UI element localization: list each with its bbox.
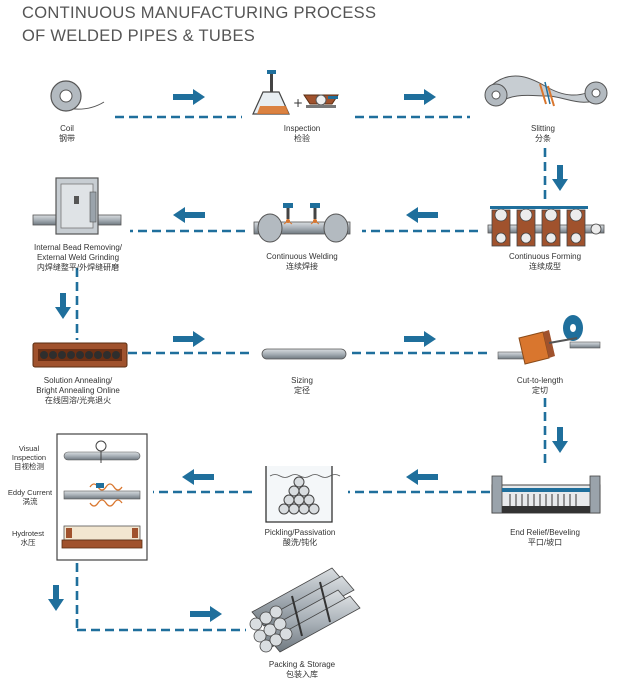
- arrow-down-icon: [552, 427, 568, 453]
- sizing-icon: [261, 348, 347, 360]
- label-coil: Coil 钢带: [59, 124, 75, 143]
- arrow-left-icon: [182, 469, 214, 485]
- welding-icon: [253, 203, 351, 243]
- page-title-line2: OF WELDED PIPES & TUBES: [22, 27, 256, 45]
- label-packing: Packing & Storage 包装入库: [268, 660, 336, 679]
- label-sizing: Sizing 定径: [291, 376, 313, 395]
- arrow-down-icon: [55, 293, 71, 319]
- arrow-left-icon: [173, 207, 205, 223]
- label-forming: Continuous Forming 连续成型: [508, 252, 582, 271]
- label-visual-inspection: Visual Inspection 目视检测: [11, 444, 47, 471]
- svg-text:+: +: [293, 96, 303, 110]
- arrow-left-icon: [406, 207, 438, 223]
- label-bead-removing: Internal Bead Removing/ External Weld Gr…: [33, 243, 123, 272]
- testing-panel: [56, 433, 148, 561]
- arrow-right-icon: [404, 89, 436, 105]
- page-title-line1: CONTINUOUS MANUFACTURING PROCESS: [22, 4, 377, 22]
- arrow-right-icon: [190, 606, 222, 622]
- label-pickling: Pickling/Passivation 酸洗/钝化: [264, 528, 336, 547]
- slitting-icon: [484, 75, 608, 107]
- arrow-down-icon: [48, 585, 64, 611]
- label-inspection: Inspection 检验: [283, 124, 321, 143]
- arrow-right-icon: [173, 331, 205, 347]
- arrow-down-icon: [552, 165, 568, 191]
- label-annealing: Solution Annealing/ Bright Annealing Onl…: [36, 376, 120, 405]
- arrow-right-icon: [404, 331, 436, 347]
- forming-icon: [487, 206, 605, 247]
- label-end-relief: End Relief/Beveling 平口/坡口: [510, 528, 580, 547]
- flow-lines: [75, 115, 547, 632]
- annealing-icon: [32, 342, 128, 368]
- bead-removing-icon: [32, 177, 122, 235]
- label-slitting: Slitting 分条: [530, 124, 556, 143]
- end-relief-icon: [491, 475, 601, 514]
- label-cut: Cut-to-length 定切: [516, 376, 564, 395]
- flow-arrows: [48, 89, 568, 622]
- arrow-right-icon: [173, 89, 205, 105]
- label-hydrotest: Hydrotest 水压: [11, 529, 45, 547]
- inspection-icon: +: [252, 70, 339, 115]
- pickling-icon: [265, 466, 341, 523]
- cut-to-length-icon: [497, 315, 601, 365]
- arrow-left-icon: [406, 469, 438, 485]
- label-eddy-current: Eddy Current 涡流: [7, 488, 53, 506]
- packing-icon: [249, 567, 361, 653]
- label-welding: Continuous Welding 连续焊接: [266, 252, 338, 271]
- coil-icon: [50, 80, 105, 112]
